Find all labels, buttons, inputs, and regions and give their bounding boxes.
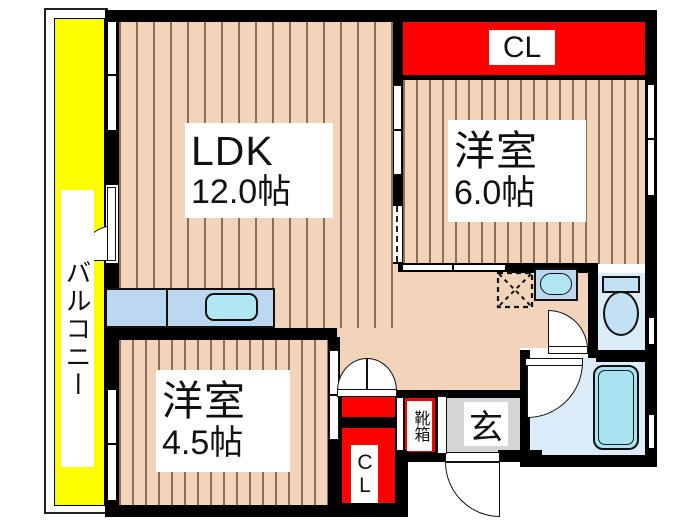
sliding-door-bedroom-east-south-tick [452, 263, 454, 272]
bathroom-door-leaf [525, 358, 583, 366]
closet-door-line [337, 389, 397, 397]
washroom-door-leaf [548, 346, 588, 354]
closet-south-label: CL [351, 445, 378, 503]
shoe-cabinet-label: 靴箱 [407, 401, 432, 451]
bedroom-east-floor [403, 78, 645, 264]
ldk-area: 12.0帖 [191, 173, 292, 212]
bedroom-south-name: 洋室 [162, 378, 246, 425]
closet-south-divider [340, 417, 397, 428]
bedroom-east-label: 洋室 6.0帖 [448, 120, 586, 222]
wall-entry-bottom-left [396, 452, 446, 462]
entrance-frame [437, 396, 447, 454]
wall-toilet-west [588, 263, 598, 358]
toilet-bowl-icon [603, 291, 639, 336]
wall-entry-step [396, 450, 408, 517]
window-ldk-west [106, 22, 118, 130]
kitchen-sink-icon [205, 293, 258, 321]
sliding-door-bedroom-south-east-tick [329, 394, 339, 396]
sliding-door-ldk-bedroom-east-tick [393, 129, 402, 131]
entrance-label: 玄 [464, 402, 508, 447]
wall-bath-west [520, 350, 530, 455]
wall-bath-bottom [520, 455, 657, 467]
window-ldk-west-tick [106, 74, 118, 76]
wall-ldk-bedroom-south [105, 328, 337, 340]
window-bath-east [647, 415, 656, 448]
window-bedroom-east-east [646, 85, 656, 195]
bedroom-south-area: 4.5帖 [162, 423, 244, 462]
wall-right [645, 10, 657, 467]
entrance-door-swing [445, 462, 500, 517]
opening-ldk-hall-dashline [396, 206, 400, 262]
wall-entrance-top [396, 390, 542, 398]
balcony-door-leaf [107, 187, 116, 261]
kitchen-counter-divider [166, 288, 168, 328]
bathtub-icon [593, 365, 639, 450]
window-bedroom-east-east-tick [646, 138, 656, 140]
closet-north-label: CL [489, 30, 555, 65]
bedroom-east-area: 6.0帖 [454, 173, 536, 212]
window-bedroom-south-west [106, 390, 118, 500]
wall-top [105, 10, 657, 22]
ldk-label: LDK 12.0帖 [185, 123, 333, 218]
wall-toilet-bottom [596, 350, 657, 362]
bedroom-east-name: 洋室 [454, 128, 538, 175]
vanity-basin-icon [540, 273, 572, 295]
wall-bottom-west [105, 505, 407, 517]
balcony-label: バルコニー [61, 190, 94, 467]
entrance-door-leaf [445, 452, 500, 462]
bedroom-south-label: 洋室 4.5帖 [156, 370, 290, 472]
ldk-name: LDK [191, 127, 274, 174]
bedroom-south-floor [119, 340, 328, 505]
washing-machine-pan-icon [496, 271, 534, 309]
window-toilet-east [647, 318, 656, 344]
window-bedroom-south-west-tick [106, 443, 118, 445]
sliding-door-bedroom-east-south [398, 263, 510, 272]
